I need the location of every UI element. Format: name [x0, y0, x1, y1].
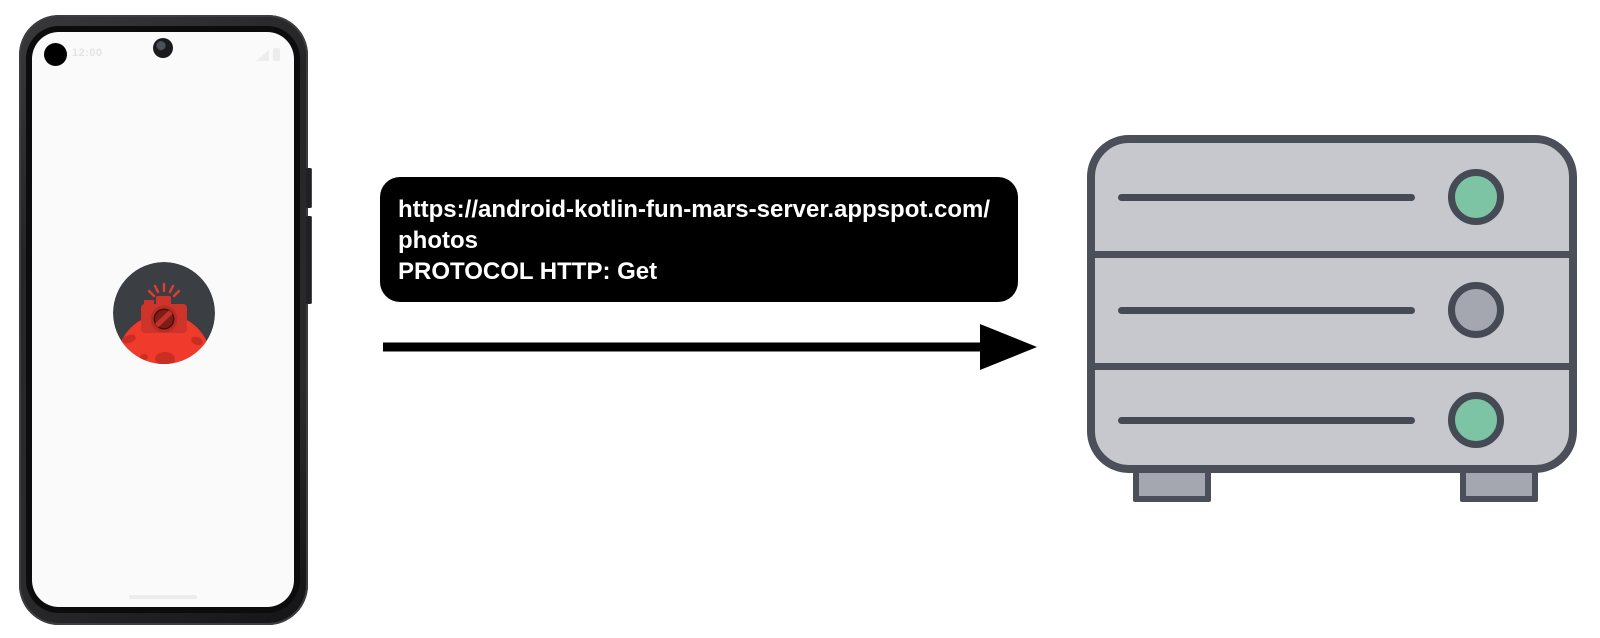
gesture-navigation-bar [129, 595, 197, 599]
android-phone: 12:00 [19, 15, 312, 625]
phone-power-button [306, 168, 312, 208]
phone-screen: 12:00 [32, 32, 294, 607]
web-server-icon [1087, 135, 1577, 505]
server-rack-divider [1095, 251, 1569, 258]
http-request-bubble: https://android-kotlin-fun-mars-server.a… [380, 177, 1018, 302]
server-led-middle [1448, 282, 1504, 338]
server-slot-line [1118, 194, 1415, 201]
status-dot-icon [44, 43, 67, 66]
signal-icon [256, 50, 269, 61]
camera-glyph [141, 282, 187, 333]
status-bar-clock: 12:00 [72, 47, 103, 59]
server-body [1087, 135, 1577, 473]
request-url: https://android-kotlin-fun-mars-server.a… [398, 196, 991, 254]
status-bar-icons [256, 48, 280, 61]
request-protocol: PROTOCOL HTTP: Get [398, 258, 658, 285]
front-camera-icon [153, 38, 173, 58]
mars-planet [117, 314, 211, 364]
request-arrow-icon [383, 324, 1037, 370]
server-led-bottom [1448, 392, 1504, 448]
server-slot-line [1118, 417, 1415, 424]
server-led-top [1448, 169, 1504, 225]
battery-icon [273, 48, 280, 61]
mars-photos-camera-icon [113, 262, 215, 364]
server-slot-line [1118, 307, 1415, 314]
flash-rays-icon [147, 282, 181, 298]
server-rack-divider [1095, 363, 1569, 370]
phone-volume-button [306, 216, 312, 304]
